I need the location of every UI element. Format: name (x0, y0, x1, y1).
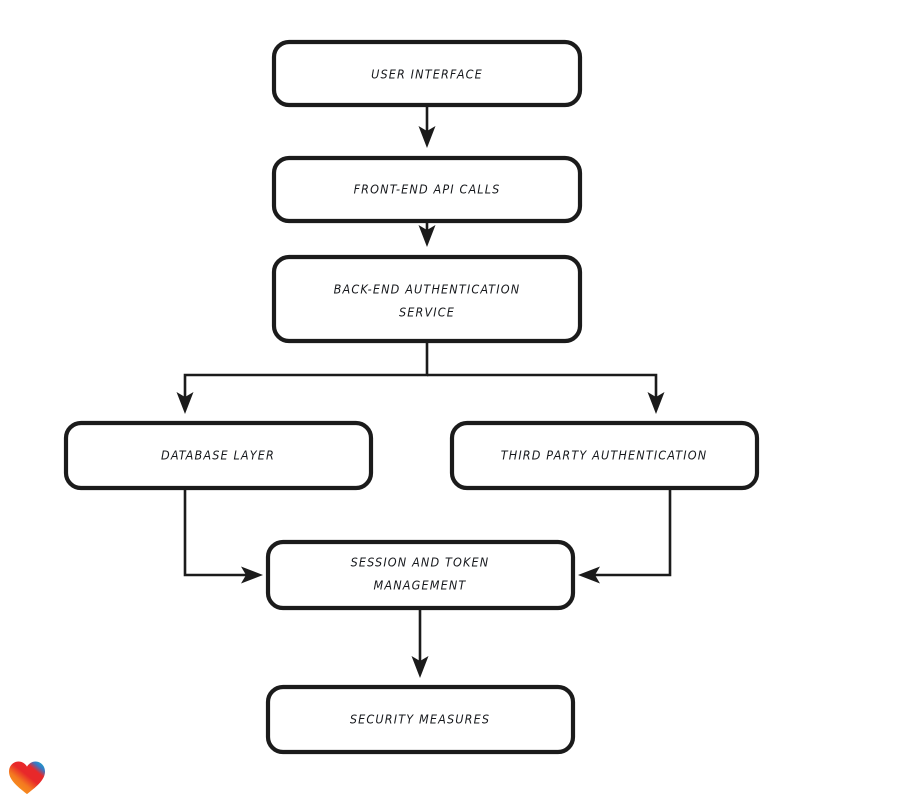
node-shape[interactable] (271, 155, 583, 224)
edge-line (595, 488, 672, 577)
node-database-layer[interactable]: DATABASE LAYER (63, 420, 374, 491)
edge-line (183, 488, 247, 577)
arrowhead-icon (418, 225, 436, 247)
node-security-measures[interactable]: SECURITY MEASURES (265, 684, 576, 755)
edge-thirdparty-to-session (578, 488, 672, 584)
node-label-line2: SERVICE (399, 305, 455, 320)
node-shape[interactable] (271, 254, 583, 344)
edge-database-to-session (183, 488, 263, 584)
node-user-interface[interactable]: USER INTERFACE (271, 39, 583, 108)
arrowhead-icon (411, 656, 429, 678)
node-back-end-authentication-service[interactable]: BACK-END AUTHENTICATION SERVICE (271, 254, 583, 344)
arrowhead-icon (241, 566, 263, 584)
edge-backend-to-thirdparty (427, 373, 665, 414)
arrowhead-icon (647, 392, 665, 414)
node-third-party-authentication[interactable]: THIRD PARTY AUTHENTICATION (449, 420, 760, 491)
node-shape[interactable] (449, 420, 760, 491)
arrowhead-icon (578, 566, 600, 584)
heart-shape (9, 761, 45, 795)
node-shape[interactable] (265, 539, 576, 611)
node-front-end-api-calls[interactable]: FRONT-END API CALLS (271, 155, 583, 224)
node-label-line1: SESSION AND TOKEN (351, 555, 490, 570)
node-label-line2: MANAGEMENT (374, 578, 467, 593)
node-session-and-token-management[interactable]: SESSION AND TOKEN MANAGEMENT (265, 539, 576, 611)
edge-line (427, 373, 658, 398)
arrowhead-icon (176, 392, 194, 414)
node-label-line1: BACK-END AUTHENTICATION (334, 282, 521, 297)
node-label: SECURITY MEASURES (350, 712, 490, 727)
node-label: THIRD PARTY AUTHENTICATION (501, 448, 708, 463)
edge-api-to-backend (418, 221, 436, 247)
edge-ui-to-api (418, 105, 436, 148)
node-shape[interactable] (265, 684, 576, 755)
node-shape[interactable] (271, 39, 583, 108)
arrowhead-icon (418, 126, 436, 148)
edge-backend-to-database (176, 341, 429, 414)
node-label: FRONT-END API CALLS (354, 182, 501, 197)
edge-session-to-security (411, 608, 429, 678)
node-shape[interactable] (63, 420, 374, 491)
heart-logo (9, 761, 45, 795)
node-label: USER INTERFACE (371, 67, 483, 82)
edge-line (183, 341, 429, 398)
node-label: DATABASE LAYER (161, 448, 275, 463)
